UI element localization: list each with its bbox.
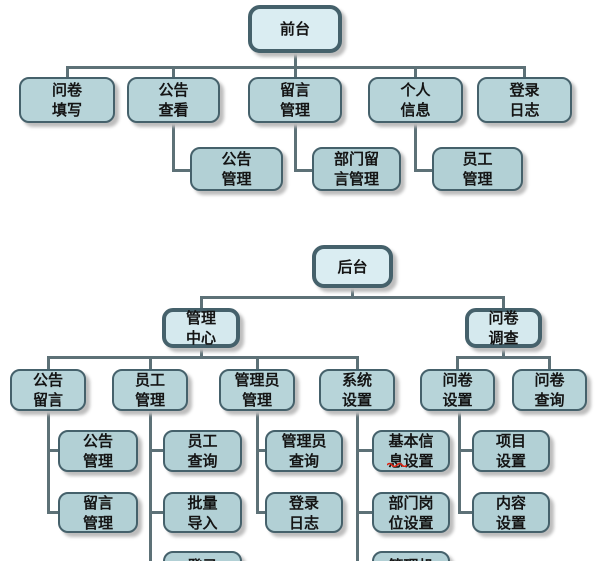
- node-system-settings: 系统 设置: [319, 369, 395, 411]
- node-front-root: 前台: [248, 5, 342, 53]
- connector-line: [47, 411, 50, 514]
- connector-line: [47, 356, 50, 370]
- connector-line: [456, 356, 551, 359]
- node-notice-mgmt: 公告 管理: [190, 147, 283, 191]
- node-notice-message: 公告 留言: [10, 369, 86, 411]
- connector-line: [356, 511, 372, 514]
- connector-line: [47, 511, 58, 514]
- connector-line: [172, 169, 192, 172]
- node-truncated-admin-org: 管理机: [372, 551, 450, 561]
- node-admin-mgmt: 管理员 管理: [219, 369, 295, 411]
- connector-line: [47, 449, 58, 452]
- connector-line: [200, 296, 505, 299]
- connector-line: [548, 356, 551, 370]
- connector-line: [149, 449, 163, 452]
- connector-line: [351, 288, 354, 298]
- connector-line: [502, 296, 505, 310]
- node-mgmt-center: 管理 中心: [162, 308, 240, 348]
- node-notice-view: 公告 查看: [127, 77, 220, 123]
- connector-line: [458, 449, 472, 452]
- connector-line: [523, 66, 526, 78]
- node-basic-info-settings: 基本信 息设置: [372, 430, 450, 472]
- node-project-settings: 项目 设置: [472, 430, 550, 472]
- node-survey-query: 问卷 查询: [512, 369, 587, 411]
- connector-line: [414, 66, 417, 78]
- connector-line: [294, 66, 297, 78]
- connector-line: [294, 53, 297, 68]
- node-login-log: 登录 日志: [477, 77, 572, 123]
- connector-line: [66, 66, 69, 78]
- node-survey-center: 问卷 调查: [465, 308, 542, 348]
- connector-line: [256, 449, 265, 452]
- spellcheck-squiggle-icon: [387, 462, 407, 467]
- connector-line: [256, 511, 265, 514]
- node-back-login-log: 登录 日志: [265, 492, 343, 533]
- connector-line: [294, 123, 297, 172]
- connector-line: [502, 348, 505, 358]
- connector-line: [414, 169, 434, 172]
- node-back-message-mgmt: 留言 管理: [58, 492, 138, 533]
- node-truncated-login: 登录: [163, 551, 242, 561]
- node-back-notice-mgmt: 公告 管理: [58, 430, 138, 472]
- connector-line: [356, 449, 372, 452]
- node-message-mgmt: 留言 管理: [248, 77, 342, 123]
- node-survey-fill: 问卷 填写: [19, 77, 115, 123]
- connector-line: [256, 411, 259, 514]
- connector-line: [172, 123, 175, 172]
- node-dept-message-mgmt: 部门留 言管理: [312, 147, 401, 191]
- connector-line: [200, 296, 203, 310]
- node-back-staff-mgmt: 员工 管理: [112, 369, 188, 411]
- connector-line: [414, 123, 417, 172]
- connector-line: [149, 411, 152, 561]
- connector-line: [47, 356, 359, 359]
- connector-line: [149, 511, 163, 514]
- node-batch-import: 批量 导入: [163, 492, 242, 533]
- connector-line: [458, 511, 472, 514]
- connector-line: [200, 348, 203, 358]
- connector-line: [456, 356, 459, 370]
- node-dept-position-settings: 部门岗 位设置: [372, 492, 450, 533]
- node-back-root: 后台: [312, 245, 393, 288]
- node-personal-info: 个人 信息: [368, 77, 463, 123]
- connector-line: [172, 66, 175, 78]
- connector-line: [149, 356, 152, 370]
- connector-line: [458, 411, 461, 514]
- connector-line: [356, 411, 359, 561]
- node-basic-info-settings-label: 基本信 息设置: [388, 432, 434, 470]
- connector-line: [294, 169, 314, 172]
- node-staff-query: 员工 查询: [163, 430, 242, 472]
- connector-line: [256, 356, 259, 370]
- node-survey-settings: 问卷 设置: [420, 369, 495, 411]
- node-content-settings: 内容 设置: [472, 492, 550, 533]
- connector-line: [356, 356, 359, 370]
- node-staff-mgmt: 员工 管理: [432, 147, 523, 191]
- node-admin-query: 管理员 查询: [265, 430, 343, 472]
